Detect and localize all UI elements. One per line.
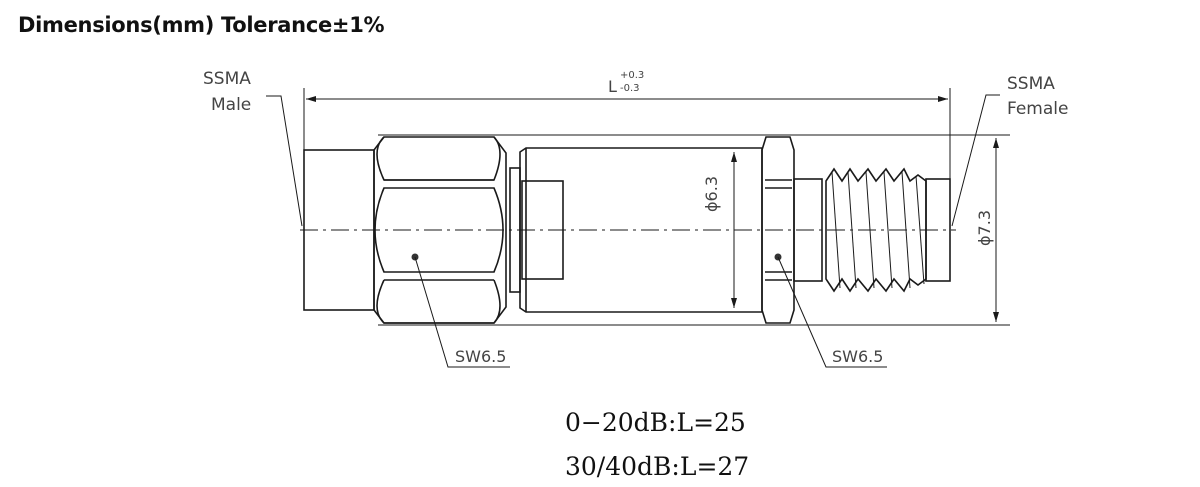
length-note-1: 0−20dB:L=25	[565, 408, 746, 437]
overall-diameter-dimension: ϕ7.3	[975, 138, 999, 322]
page-title: Dimensions(mm) Tolerance±1%	[18, 13, 385, 37]
body-diameter-label: ϕ6.3	[702, 176, 721, 212]
overall-diameter-label: ϕ7.3	[975, 210, 994, 246]
female-label-line1: SSMA	[1007, 74, 1055, 94]
female-label-line2: Female	[1007, 99, 1068, 119]
male-label-line1: SSMA	[203, 69, 251, 89]
female-callout: SSMA Female	[951, 74, 1068, 227]
length-tol-minus: -0.3	[620, 83, 640, 94]
wrench-callout-left: SW6.5	[414, 256, 510, 368]
hex-nut-left	[373, 136, 507, 324]
male-callout: SSMA Male	[203, 69, 303, 227]
wrench-callout-right: SW6.5	[777, 256, 887, 368]
length-dimension: L +0.3 -0.3	[303, 70, 951, 230]
length-tol-plus: +0.3	[620, 70, 644, 81]
male-label-line2: Male	[211, 95, 251, 115]
length-note-2: 30/40dB:L=27	[565, 452, 750, 481]
length-label: L	[608, 77, 617, 96]
wrench-left-label: SW6.5	[455, 347, 506, 366]
wrench-right-label: SW6.5	[832, 347, 883, 366]
